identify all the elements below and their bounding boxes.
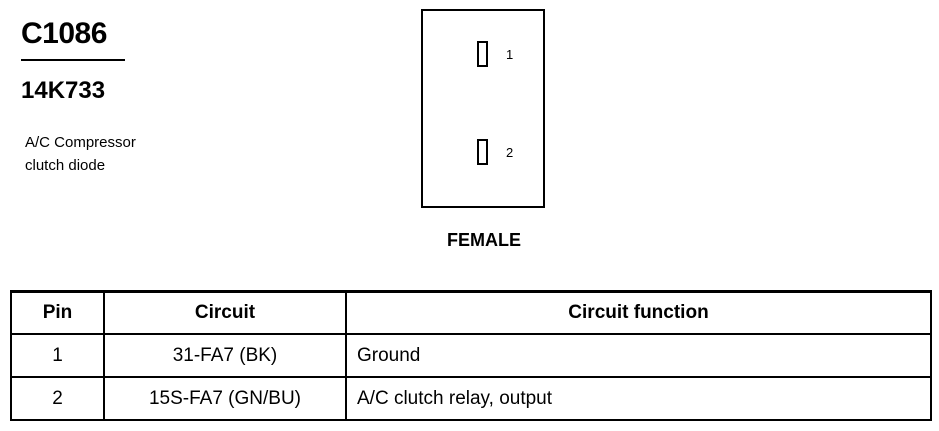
- description-line-2: clutch diode: [25, 157, 106, 174]
- title-divider: [21, 59, 125, 61]
- table-row: 1 31-FA7 (BK) Ground: [10, 333, 932, 378]
- row-2-pin: 2: [10, 376, 105, 421]
- header-pin: Pin: [10, 290, 105, 335]
- row-2-function: A/C clutch relay, output: [345, 376, 932, 421]
- pin-1-slot: [477, 41, 488, 67]
- connector-face-diagram: 1 2: [421, 9, 545, 208]
- table-row: 2 15S-FA7 (GN/BU) A/C clutch relay, outp…: [10, 376, 932, 421]
- row-2-circuit: 15S-FA7 (GN/BU): [103, 376, 347, 421]
- connector-view-label: FEMALE: [447, 230, 521, 250]
- row-1-pin: 1: [10, 333, 105, 378]
- connector-description: A/C Compressor clutch diode: [25, 131, 205, 177]
- pin-1-label: 1: [506, 47, 514, 62]
- pin-table-header-row: Pin Circuit Circuit function: [10, 290, 932, 335]
- row-1-circuit: 31-FA7 (BK): [103, 333, 347, 378]
- connector-id: C1086: [21, 17, 107, 50]
- header-circuit: Circuit: [103, 290, 347, 335]
- row-1-function: Ground: [345, 333, 932, 378]
- pin-2-label: 2: [506, 145, 514, 160]
- description-line-1: A/C Compressor: [25, 134, 136, 151]
- pin-2-slot: [477, 139, 488, 165]
- pin-table: Pin Circuit Circuit function 1 31-FA7 (B…: [10, 290, 932, 421]
- header-circuit-function: Circuit function: [345, 290, 932, 335]
- part-number: 14K733: [21, 77, 106, 104]
